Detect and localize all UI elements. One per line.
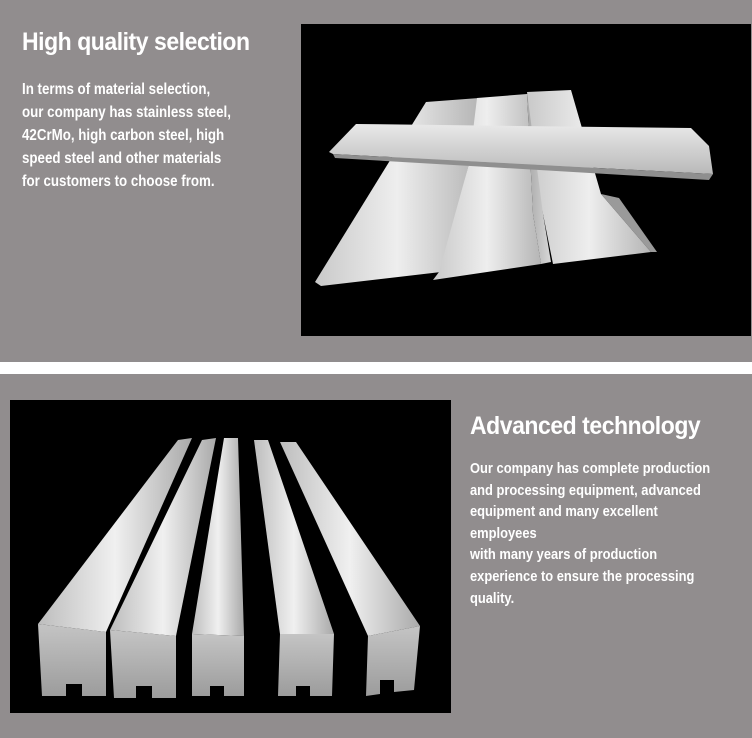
- description-line: our company has stainless steel,: [22, 104, 231, 121]
- description-line: speed steel and other materials: [22, 150, 222, 167]
- section-description: In terms of material selection, our comp…: [22, 78, 231, 193]
- section-title: Advanced technology: [470, 412, 701, 440]
- description-line: 42CrMo, high carbon steel, high: [22, 127, 225, 144]
- section-material-selection: High quality selection In terms of mater…: [0, 0, 752, 362]
- description-line: with many years of production: [470, 546, 658, 564]
- description-line: equipment and many excellent employees: [470, 503, 658, 542]
- press-brake-dies-photo: [10, 400, 451, 713]
- section-advanced-technology: Advanced technology Our company has comp…: [0, 374, 752, 738]
- description-line: and processing equipment, advanced: [470, 481, 701, 499]
- section-title: High quality selection: [22, 28, 250, 56]
- section-description: Our company has complete production and …: [470, 458, 713, 609]
- description-line: for customers to choose from.: [22, 173, 215, 190]
- press-brake-tooling-photo: [301, 24, 751, 336]
- description-line: experience to ensure the processing: [470, 567, 695, 585]
- description-line: Our company has complete production: [470, 460, 711, 477]
- description-line: quality.: [470, 589, 515, 607]
- description-line: In terms of material selection,: [22, 81, 211, 98]
